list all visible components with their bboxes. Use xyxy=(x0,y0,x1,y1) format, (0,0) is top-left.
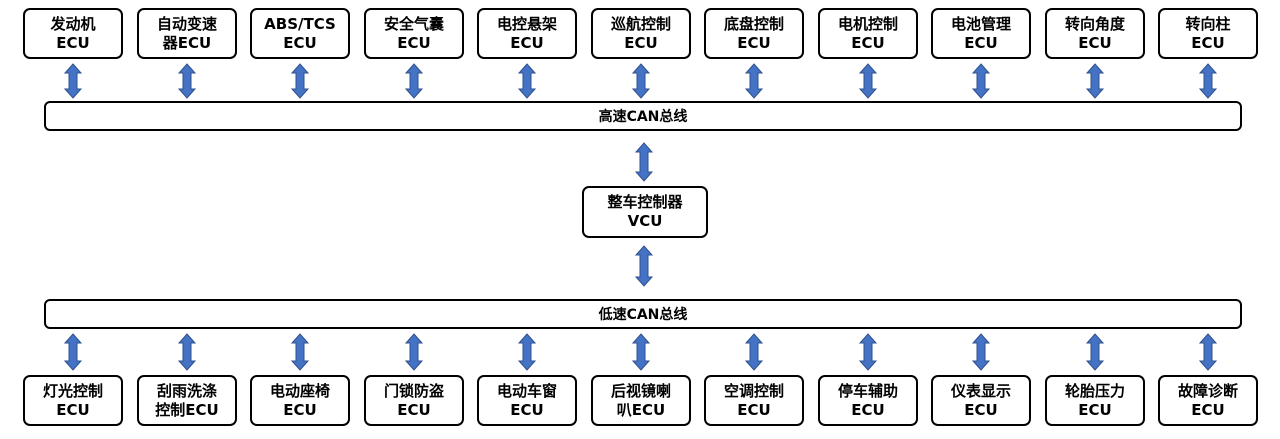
low-speed-bus-connector-arrow xyxy=(1198,333,1218,371)
low-speed-bus-connector-arrow xyxy=(63,333,83,371)
low-speed-bus-connector-arrow xyxy=(858,333,878,371)
low-speed-can-bus-label: 低速CAN总线 xyxy=(598,307,688,323)
low-speed-ecu-label-line2: ECU xyxy=(510,400,544,419)
low-speed-ecu-label-line1: 故障诊断 xyxy=(1177,381,1238,400)
high-speed-ecu-label-line1: 电控悬架 xyxy=(496,14,557,33)
vcu-high-speed-connector xyxy=(634,142,654,182)
high-speed-can-bus-label: 高速CAN总线 xyxy=(598,109,688,125)
high-speed-ecu-label-line1: ABS/TCS xyxy=(264,14,336,33)
low-speed-ecu-label-line1: 电动座椅 xyxy=(269,381,330,400)
low-speed-ecu-label-line2: ECU xyxy=(1078,400,1112,419)
high-speed-bus-connector-arrow xyxy=(858,63,878,99)
high-speed-can-bus: 高速CAN总线 xyxy=(44,101,1242,131)
vcu-label-line2: VCU xyxy=(627,212,663,230)
high-speed-bus-connector-arrow xyxy=(631,63,651,99)
high-speed-bus-connector-arrow xyxy=(1085,63,1105,99)
high-speed-bus-connector-arrow xyxy=(63,63,83,99)
high-speed-ecu-label-line1: 安全气囊 xyxy=(383,14,444,33)
low-speed-bus-connector-arrow xyxy=(631,333,651,371)
low-speed-bus-connector-arrow xyxy=(404,333,424,371)
low-speed-ecu-label-line2: ECU xyxy=(283,400,317,419)
low-speed-ecu-label-line2: 控制ECU xyxy=(155,400,219,419)
low-speed-ecu-label-line1: 仪表显示 xyxy=(950,381,1011,400)
low-speed-bus-connector-arrow xyxy=(744,333,764,371)
high-speed-ecu-label-line1: 巡航控制 xyxy=(610,14,671,33)
high-speed-ecu-label-line2: ECU xyxy=(737,33,771,52)
low-speed-ecu-label-line1: 停车辅助 xyxy=(837,381,898,400)
high-speed-ecu-label-line1: 转向角度 xyxy=(1064,14,1125,33)
high-speed-ecu-label-line1: 电池管理 xyxy=(950,14,1011,33)
low-speed-can-bus: 低速CAN总线 xyxy=(44,299,1242,329)
low-speed-ecu-box: 后视镜喇叭ECU xyxy=(591,375,691,426)
low-speed-ecu-label-line2: ECU xyxy=(397,400,431,419)
high-speed-bus-connector-arrow xyxy=(290,63,310,99)
low-speed-ecu-label-line2: ECU xyxy=(851,400,885,419)
low-speed-bus-connector-arrow xyxy=(1085,333,1105,371)
low-speed-ecu-label-line2: ECU xyxy=(964,400,998,419)
low-speed-bus-connector-arrow xyxy=(177,333,197,371)
high-speed-bus-connector-arrow xyxy=(744,63,764,99)
vcu-low-speed-connector xyxy=(634,245,654,287)
high-speed-ecu-label-line1: 底盘控制 xyxy=(723,14,784,33)
low-speed-ecu-label-line1: 灯光控制 xyxy=(42,381,103,400)
high-speed-ecu-label-line2: ECU xyxy=(1078,33,1112,52)
high-speed-ecu-label-line2: ECU xyxy=(1191,33,1225,52)
low-speed-ecu-label-line2: ECU xyxy=(737,400,771,419)
low-speed-ecu-box: 刮雨洗涤控制ECU xyxy=(137,375,237,426)
high-speed-ecu-label-line2: ECU xyxy=(964,33,998,52)
high-speed-bus-connector-arrow xyxy=(177,63,197,99)
low-speed-ecu-label-line2: ECU xyxy=(1191,400,1225,419)
low-speed-ecu-label-line1: 空调控制 xyxy=(723,381,784,400)
low-speed-ecu-label-line1: 门锁防盗 xyxy=(383,381,444,400)
high-speed-ecu-box: 自动变速器ECU xyxy=(137,8,237,59)
low-speed-bus-connector-arrow xyxy=(517,333,537,371)
high-speed-bus-connector-arrow xyxy=(404,63,424,99)
high-speed-ecu-label-line2: ECU xyxy=(397,33,431,52)
high-speed-ecu-label-line1: 自动变速 xyxy=(156,14,217,33)
high-speed-ecu-label-line2: 器ECU xyxy=(162,33,212,52)
low-speed-bus-connector-arrow xyxy=(290,333,310,371)
high-speed-ecu-label-line2: ECU xyxy=(510,33,544,52)
low-speed-ecu-label-line1: 后视镜喇 xyxy=(610,381,671,400)
high-speed-ecu-label-line2: ECU xyxy=(624,33,658,52)
low-speed-ecu-label-line1: 电动车窗 xyxy=(496,381,557,400)
high-speed-ecu-label-line1: 发动机 xyxy=(50,14,96,33)
high-speed-ecu-label-line2: ECU xyxy=(283,33,317,52)
low-speed-ecu-label-line1: 轮胎压力 xyxy=(1064,381,1125,400)
high-speed-bus-connector-arrow xyxy=(517,63,537,99)
high-speed-bus-connector-arrow xyxy=(971,63,991,99)
high-speed-bus-connector-arrow xyxy=(1198,63,1218,99)
high-speed-ecu-label-line2: ECU xyxy=(851,33,885,52)
low-speed-ecu-label-line2: 叭ECU xyxy=(616,400,666,419)
low-speed-ecu-label-line2: ECU xyxy=(56,400,90,419)
high-speed-ecu-label-line1: 电机控制 xyxy=(837,14,898,33)
low-speed-bus-connector-arrow xyxy=(971,333,991,371)
vcu-label-line1: 整车控制器 xyxy=(607,193,683,211)
high-speed-ecu-label-line1: 转向柱 xyxy=(1185,14,1231,33)
vcu-box: 整车控制器 VCU xyxy=(582,186,708,238)
low-speed-ecu-label-line1: 刮雨洗涤 xyxy=(156,381,217,400)
high-speed-ecu-label-line2: ECU xyxy=(56,33,90,52)
